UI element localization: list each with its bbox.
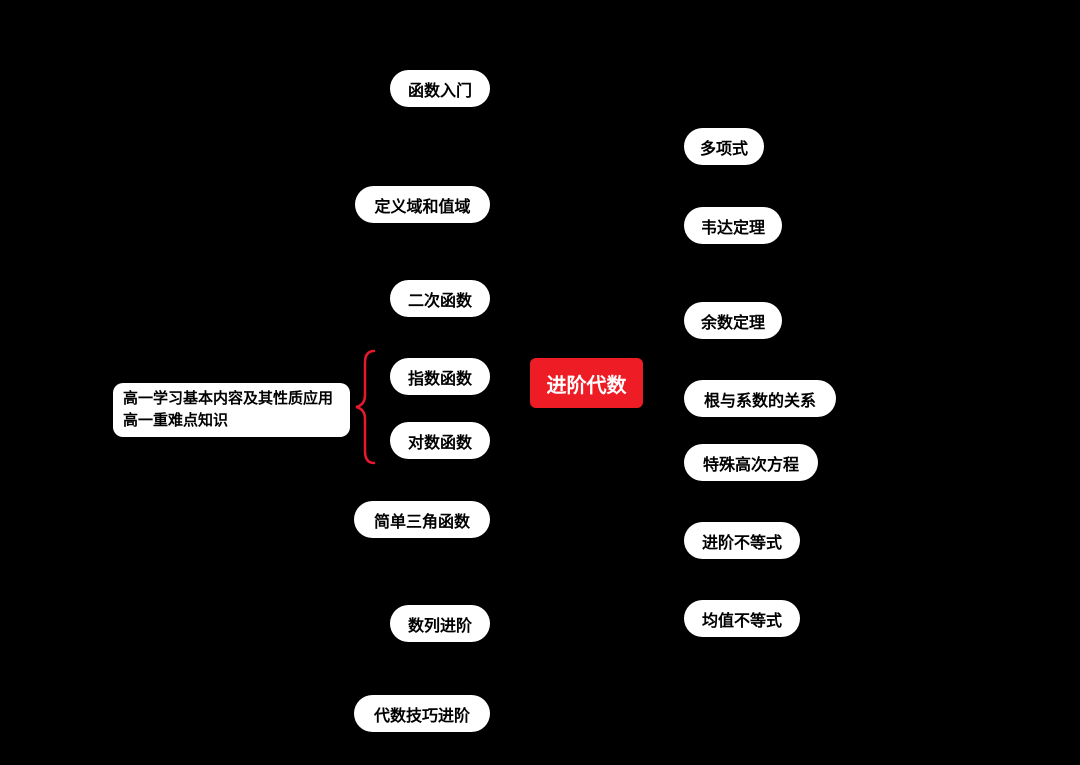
mindmap-node[interactable]: 函数入门 — [390, 70, 490, 107]
mindmap-node[interactable]: 进阶不等式 — [684, 522, 800, 559]
mindmap-node[interactable]: 指数函数 — [390, 358, 490, 395]
mindmap-node[interactable]: 对数函数 — [390, 422, 490, 459]
mindmap-node[interactable]: 数列进阶 — [390, 605, 490, 642]
mindmap-node[interactable]: 二次函数 — [390, 280, 490, 317]
mindmap-node[interactable]: 代数技巧进阶 — [354, 695, 490, 732]
mindmap-node[interactable]: 多项式 — [684, 128, 764, 165]
mindmap-node[interactable]: 余数定理 — [684, 302, 782, 339]
mindmap-node[interactable]: 特殊高次方程 — [684, 444, 818, 481]
mindmap-node[interactable]: 简单三角函数 — [354, 501, 490, 538]
note-line-2: 高一重难点知识 — [123, 412, 229, 429]
mindmap-node[interactable]: 韦达定理 — [684, 207, 782, 244]
mindmap-node[interactable]: 均值不等式 — [684, 600, 800, 637]
mindmap-node[interactable]: 根与系数的关系 — [684, 380, 836, 417]
root-node[interactable]: 进阶代数 — [530, 358, 643, 408]
note-node[interactable]: 高一学习基本内容及其性质应用 高一重难点知识 — [113, 383, 350, 437]
mindmap-node[interactable]: 定义域和值域 — [355, 186, 490, 223]
note-line-1: 高一学习基本内容及其性质应用 — [123, 390, 334, 408]
curly-brace-icon — [355, 349, 376, 465]
